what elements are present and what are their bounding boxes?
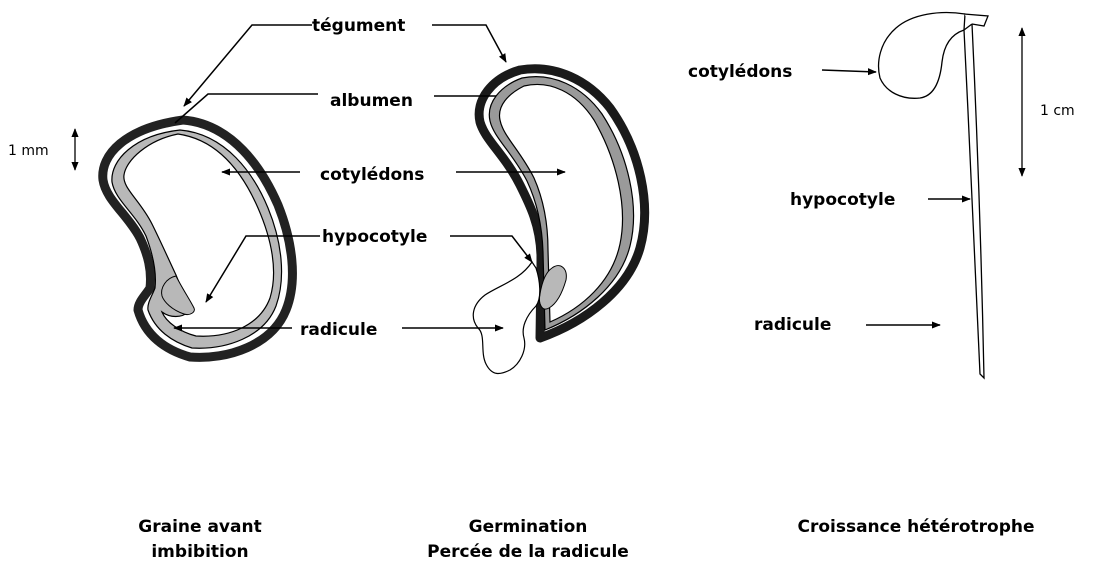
seedling-top-connector — [964, 14, 988, 26]
caption-croissance: Croissance hétérotrophe — [797, 517, 1034, 537]
label-cotyledons: cotylédons — [320, 165, 424, 185]
leader-hypocotyle-germination — [450, 236, 532, 262]
caption-germination-line2: Percée de la radicule — [427, 542, 629, 562]
caption-germination-line1: Germination — [469, 517, 588, 537]
label-seedling-cotyledons: cotylédons — [688, 62, 792, 82]
leader-tegument-germination — [432, 25, 506, 62]
scale-label-1cm: 1 cm — [1040, 103, 1075, 119]
caption-graine-line2: imbibition — [151, 542, 248, 562]
caption-graine-line1: Graine avant — [138, 517, 261, 537]
label-tegument: tégument — [312, 16, 405, 36]
label-seedling-radicule: radicule — [754, 315, 831, 335]
label-albumen: albumen — [330, 91, 413, 111]
label-hypocotyle: hypocotyle — [322, 227, 427, 247]
seed-before-imbibition-drawing — [103, 120, 293, 357]
label-radicule: radicule — [300, 320, 377, 340]
leader-seedling-cotyledons — [822, 70, 876, 72]
seedling-cotyledons-shape — [879, 13, 965, 99]
label-seedling-hypocotyle: hypocotyle — [790, 190, 895, 210]
seedling-stem-shape — [964, 24, 984, 378]
germination-radicle-shape — [473, 262, 540, 374]
scale-label-1mm: 1 mm — [8, 143, 49, 159]
